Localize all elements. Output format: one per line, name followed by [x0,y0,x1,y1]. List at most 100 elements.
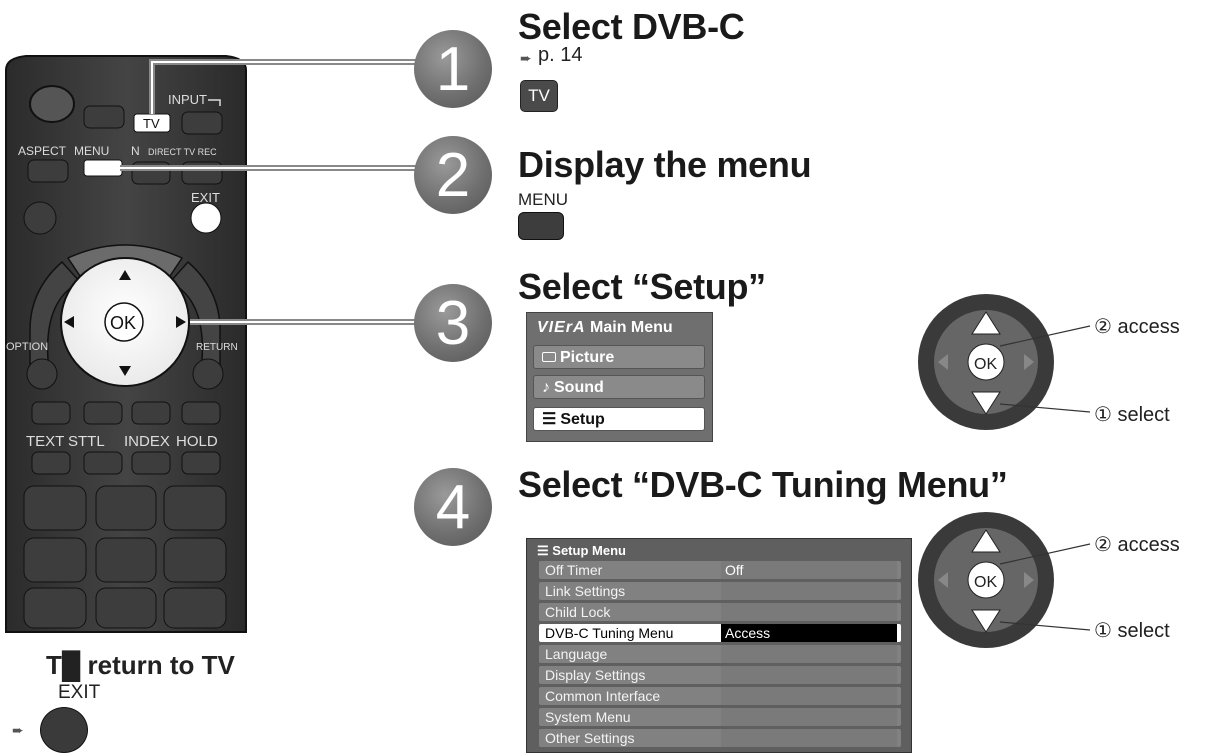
index-label: INDEX [124,433,170,450]
setup-row-label: Language [545,646,608,662]
setup-row-system-menu[interactable]: System Menu [539,708,901,726]
return-button[interactable] [192,358,224,390]
up-arrow-icon[interactable] [119,270,131,280]
option-label: OPTION [6,341,48,353]
color-button[interactable] [181,401,221,425]
step-number-1: 1 [414,30,492,108]
directtvrec-label: DIRECT TV REC [148,147,217,157]
left-arrow-icon [938,572,948,588]
setup-row-display-settings[interactable]: Display Settings [539,666,901,684]
main-menu-item-label: Sound [554,379,604,396]
dpad-2-access-label: ② access [1094,534,1180,556]
main-menu-item-picture[interactable]: Picture [533,345,705,369]
number-button[interactable] [23,537,87,583]
dpad-1-select-label: ① select [1094,404,1170,426]
text-label: TEXT [26,433,64,450]
tv-mode-icon: T█ [46,650,81,680]
option-button[interactable] [26,358,58,390]
remote-button[interactable] [83,105,125,129]
color-button[interactable] [131,401,171,425]
step-number-3: 3 [414,284,492,362]
setup-row-value [721,708,897,726]
setup-icon: ☰ [542,411,557,428]
dpad-2-select-label: ① select [1094,620,1170,642]
step-1-title: Select DVB-C [518,6,745,47]
main-menu-title: Main Menu [590,319,673,336]
setup-row-link-settings[interactable]: Link Settings [539,582,901,600]
setup-row-label: System Menu [545,709,631,725]
number-button[interactable] [163,485,227,531]
main-menu-item-label: Setup [560,411,605,428]
number-button[interactable] [23,485,87,531]
color-button[interactable] [83,401,123,425]
sttl-button[interactable] [83,451,123,475]
down-arrow-icon[interactable] [119,366,131,376]
number-button[interactable] [95,485,157,531]
ok-label: OK [110,313,136,333]
remote-control: TV INPUT ASPECT MENU N DIRECT TV REC EXI… [5,55,247,633]
tv-button-label: TV [143,116,160,131]
number-button[interactable] [23,587,87,629]
right-arrow-icon[interactable] [176,316,186,328]
main-menu: VIErA Main Menu Picture ♪Sound ☰Setup [526,312,713,442]
setup-row-child-lock[interactable]: Child Lock [539,603,901,621]
aspect-button[interactable] [27,159,69,183]
exit-key-label: EXIT [58,682,101,703]
up-arrow-icon [971,311,1001,335]
number-button[interactable] [163,537,227,583]
remote-button[interactable] [23,201,57,235]
setup-row-label: Display Settings [545,667,646,683]
input-button[interactable] [181,111,223,135]
setup-row-value [721,603,897,621]
up-arrow-icon [971,529,1001,553]
number-button[interactable] [95,537,157,583]
exit-label-remote: EXIT [191,190,220,205]
left-arrow-icon [938,354,948,370]
exit-key-icon [40,707,88,753]
left-arrow-icon[interactable] [64,316,74,328]
return-to-tv-text: return to TV [87,650,235,680]
setup-row-language[interactable]: Language [539,645,901,663]
setup-row-value: Access [721,624,897,642]
ok-button[interactable] [104,302,144,342]
sttl-label: STTL [68,433,105,450]
setup-row-value [721,582,897,600]
text-button[interactable] [31,451,71,475]
down-arrow-icon [971,391,1001,415]
setup-row-value [721,645,897,663]
main-menu-item-setup[interactable]: ☰Setup [533,407,705,431]
dpad-diagram-1: OK [918,294,1091,430]
setup-row-value [721,687,897,705]
setup-menu-header: ☰ Setup Menu [537,543,626,559]
ok-label: OK [974,574,997,591]
number-button[interactable] [95,587,157,629]
sound-icon: ♪ [542,379,550,396]
setup-row-label: Common Interface [545,688,661,704]
step-1-page-ref[interactable]: p. 14 [538,44,583,66]
main-menu-item-sound[interactable]: ♪Sound [533,375,705,399]
exit-button[interactable] [190,202,222,234]
power-button[interactable] [29,85,75,123]
setup-icon: ☰ [537,543,553,558]
setup-row-other-settings[interactable]: Other Settings [539,729,901,747]
page-ref-arrow-icon: ➨ [520,50,532,66]
setup-row-label: Other Settings [545,730,635,746]
dpad-1-access-label: ② access [1094,316,1180,338]
setup-row-label: DVB-C Tuning Menu [545,625,674,641]
right-arrow-icon [1024,354,1034,370]
index-button[interactable] [131,451,171,475]
color-button[interactable] [31,401,71,425]
hold-button[interactable] [181,451,221,475]
setup-row-dvbc-tuning[interactable]: DVB-C Tuning Menu Access [539,624,901,642]
down-arrow-icon [971,609,1001,633]
input-label: INPUT [168,92,207,107]
setup-row-common-interface[interactable]: Common Interface [539,687,901,705]
aspect-label: ASPECT [18,144,67,158]
setup-row-label: Child Lock [545,604,611,620]
step-number-4: 4 [414,468,492,546]
setup-row-label: Link Settings [545,583,626,599]
number-button[interactable] [163,587,227,629]
